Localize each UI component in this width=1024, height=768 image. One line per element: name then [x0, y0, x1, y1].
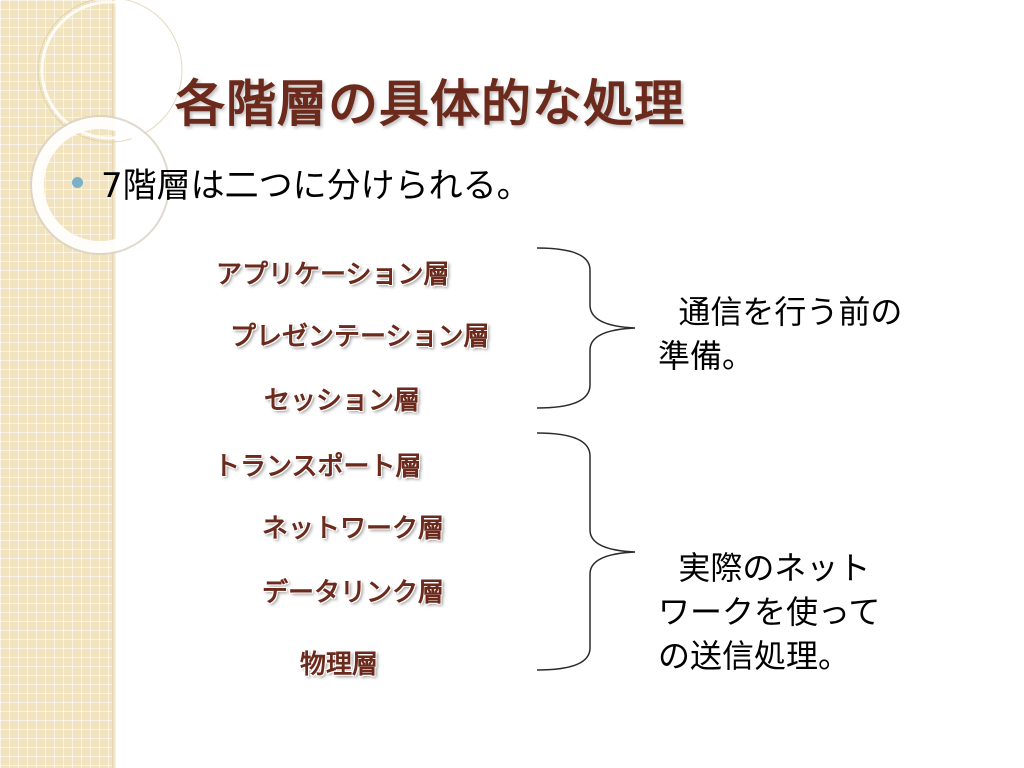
decorative-circles: [30, 0, 183, 255]
bullet-text: 7階層は二つに分けられる。: [101, 166, 531, 206]
layer-network: ネットワーク層: [262, 514, 445, 544]
layer-application: アプリケーション層: [216, 260, 450, 290]
lower-group-note: 実際のネット ワークを使って の送信処理。: [658, 549, 881, 675]
upper-group-note: 通信を行う前の 準備。: [658, 293, 903, 375]
layer-presentation: プレゼンテーション層: [230, 322, 490, 352]
layer-datalink: データリンク層: [262, 578, 445, 608]
bullet-dot-icon: [72, 177, 83, 188]
layer-physical: 物理層: [300, 650, 379, 680]
bullet-item: 7階層は二つに分けられる。: [72, 158, 531, 207]
slide-title: 各階層の具体的な処理: [175, 75, 685, 133]
upper-brace: [536, 247, 636, 409]
lower-brace: [536, 432, 636, 671]
side-panel-edge: [112, 0, 116, 768]
layer-transport: トランスポート層: [214, 452, 422, 482]
layer-session: セッション層: [264, 386, 421, 416]
